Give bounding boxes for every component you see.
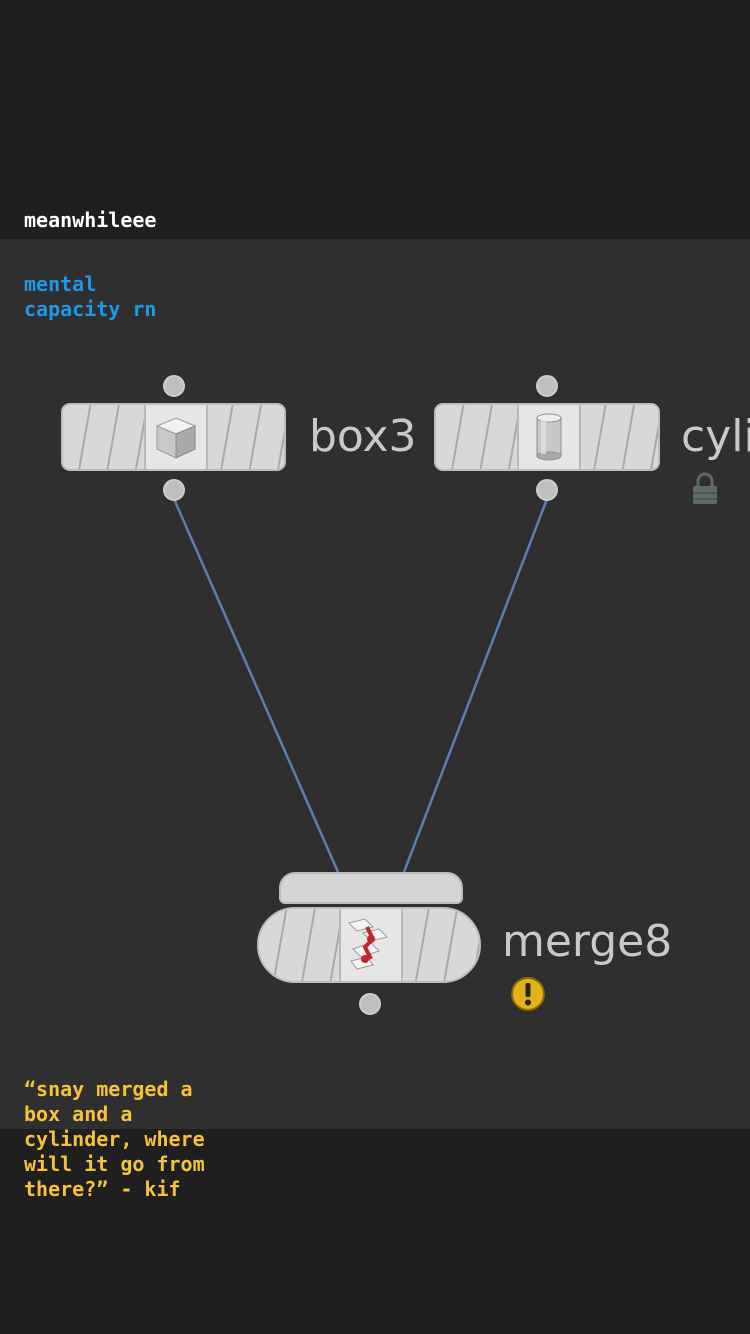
cylinder-output-connector[interactable] bbox=[536, 479, 558, 501]
lock-icon[interactable] bbox=[690, 470, 720, 506]
cylinder-label: cyli bbox=[681, 411, 750, 462]
merge8-icon-pad bbox=[339, 909, 403, 981]
box3-label: box3 bbox=[309, 411, 417, 462]
cylinder-node[interactable] bbox=[434, 403, 660, 471]
box3-input-connector[interactable] bbox=[163, 375, 185, 397]
cylinder-icon bbox=[536, 413, 562, 461]
merge8-node[interactable] bbox=[257, 907, 481, 983]
merge8-output-connector[interactable] bbox=[359, 993, 381, 1015]
cylinder-input-connector[interactable] bbox=[536, 375, 558, 397]
merge-icon bbox=[348, 918, 388, 970]
merge8-label: merge8 bbox=[502, 916, 673, 967]
box3-node[interactable] bbox=[61, 403, 286, 471]
caption-top: meanwhileee bbox=[24, 208, 157, 232]
warning-icon[interactable] bbox=[510, 976, 546, 1012]
box3-output-connector[interactable] bbox=[163, 479, 185, 501]
caption-mental-capacity: mental capacity rn bbox=[24, 272, 157, 321]
merge8-input-bar[interactable] bbox=[279, 872, 463, 904]
box3-icon-pad bbox=[143, 405, 208, 469]
caption-quote: “snay merged a box and a cylinder, where… bbox=[24, 1077, 205, 1201]
cube-icon bbox=[155, 417, 196, 459]
cylinder-icon-pad bbox=[517, 405, 581, 469]
